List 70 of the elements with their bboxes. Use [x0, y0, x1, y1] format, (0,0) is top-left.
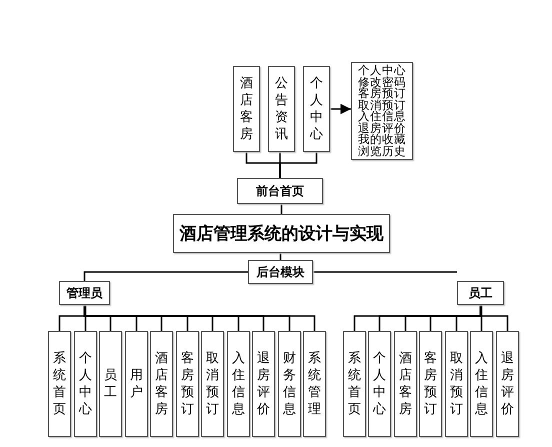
node-label: 入住信息 — [232, 350, 245, 418]
module-box — [303, 331, 326, 437]
module-box — [48, 331, 71, 437]
arrow — [330, 104, 351, 114]
module-box — [394, 331, 417, 437]
module-box — [176, 331, 199, 437]
category-box — [248, 260, 313, 284]
node-label: 系统管理 — [308, 350, 321, 418]
connector-line — [279, 152, 318, 178]
module-box — [268, 66, 295, 152]
node-label: 个人中心 — [373, 350, 386, 418]
node-label: 员工 — [468, 284, 492, 302]
module-box — [419, 331, 442, 437]
node-label: 系统首页 — [53, 350, 66, 418]
module-box — [233, 66, 260, 152]
node-label: 酒店客房 — [155, 350, 168, 418]
connector-line — [84, 271, 248, 281]
node-label: 我的收藏 — [358, 134, 406, 146]
node-label: 公告资讯 — [275, 75, 288, 143]
module-box — [201, 331, 224, 437]
module-box — [150, 331, 173, 437]
module-box — [278, 331, 301, 437]
node-label: 后台模块 — [256, 264, 304, 280]
node-label: 客房预订 — [424, 350, 437, 418]
node-label: 取消预订 — [206, 350, 219, 418]
node-label: 退房评价 — [358, 122, 406, 134]
module-box — [470, 331, 493, 437]
node-label: 取消预订 — [450, 350, 463, 418]
node-label: 财务信息 — [283, 350, 296, 418]
connector-line — [313, 271, 457, 273]
node-label: 入住信息 — [475, 350, 488, 418]
module-box — [496, 331, 519, 437]
node-label: 用户 — [130, 367, 143, 401]
node-label: 员工 — [104, 367, 117, 401]
node-label: 个人中心 — [79, 350, 92, 418]
node-label: 入住信息 — [358, 111, 406, 122]
connector-line — [480, 305, 508, 331]
connector-line — [480, 305, 482, 331]
module-box — [368, 331, 391, 437]
node-label: 酒店客房 — [240, 75, 253, 143]
module-box — [125, 331, 148, 437]
module-box — [343, 331, 366, 437]
module-box — [252, 331, 275, 437]
node-label: 修改密码 — [358, 76, 406, 88]
node-label: 系统首页 — [348, 350, 361, 418]
node-label: 退房评价 — [501, 350, 514, 418]
category-box — [237, 178, 323, 204]
connector-line — [280, 204, 282, 214]
node-label: 个人中心 — [358, 65, 406, 76]
node-label: 酒店管理系统的设计与实现 — [180, 223, 384, 245]
module-box — [74, 331, 97, 437]
node-label: 退房评价 — [257, 350, 270, 418]
node-label: 酒店客房 — [399, 350, 412, 418]
module-box — [303, 66, 330, 152]
feature-list-box — [351, 62, 413, 160]
connector-line — [84, 305, 86, 331]
category-box — [457, 281, 504, 305]
category-box — [59, 281, 110, 305]
node-label: 客房预订 — [181, 350, 194, 418]
node-label: 浏览历史 — [358, 146, 406, 157]
node-label: 前台首页 — [256, 182, 304, 200]
module-box — [99, 331, 122, 437]
node-label: 管理员 — [66, 284, 102, 302]
node-label: 客房预订 — [358, 88, 406, 100]
node-label: 取消预订 — [358, 100, 406, 111]
node-label: 个人中心 — [310, 75, 323, 143]
system-title-box — [173, 214, 390, 253]
module-box — [445, 331, 468, 437]
connector-line — [280, 253, 282, 260]
module-box — [227, 331, 250, 437]
